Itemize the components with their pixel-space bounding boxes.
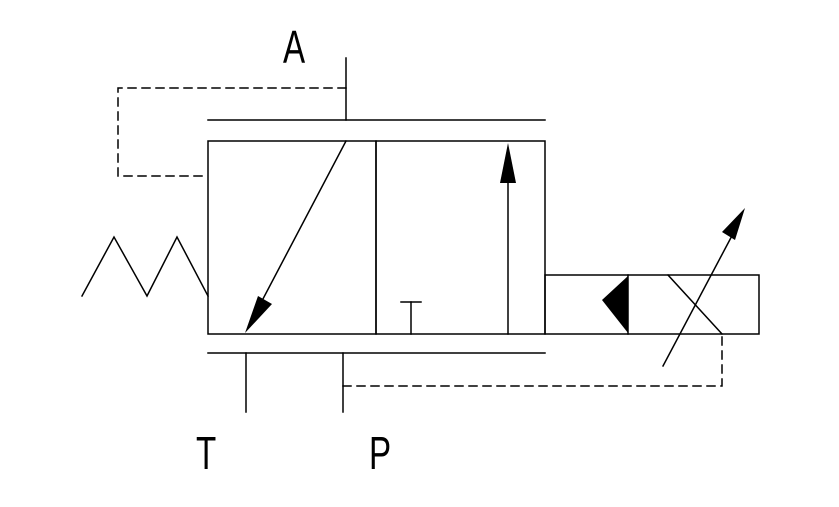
spring-icon xyxy=(80,235,210,298)
solenoid-wedge-icon xyxy=(602,276,628,333)
flow-arrow-diagonal xyxy=(252,139,348,318)
port-label-a: A xyxy=(283,21,306,73)
pilot-line-p xyxy=(342,333,723,387)
variable-arrow-line xyxy=(661,228,737,368)
variable-arrowhead-icon xyxy=(722,208,745,240)
valve-envelope-left xyxy=(207,140,377,335)
port-label-p: P xyxy=(369,427,392,479)
pilot-line-a xyxy=(117,87,347,177)
solenoid-box xyxy=(544,274,760,335)
port-label-t: T xyxy=(196,427,217,479)
flow-arrowhead-diagonal xyxy=(245,296,272,333)
flow-arrowhead-vertical xyxy=(500,143,516,183)
valve-envelope-right xyxy=(375,140,546,335)
